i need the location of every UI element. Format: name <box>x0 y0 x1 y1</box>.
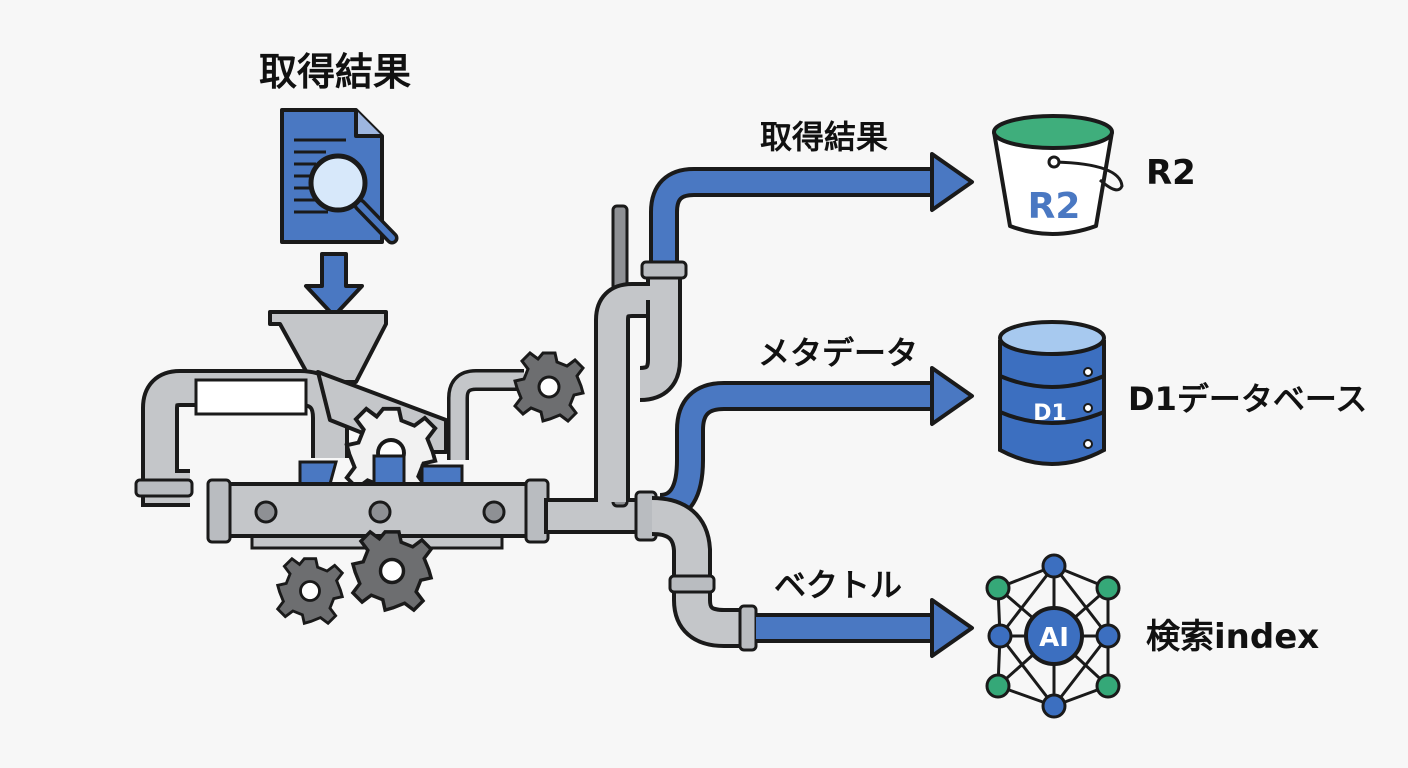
source-title: 取得結果 <box>259 50 411 94</box>
gear-icon <box>276 557 344 625</box>
flow-label-vector: ベクトル <box>774 566 902 604</box>
target-label-d1: D1データベース <box>1128 380 1367 418</box>
bucket-icon: R2 <box>992 114 1124 236</box>
database-badge: D1 <box>1033 401 1067 426</box>
gear-icon <box>513 351 585 423</box>
source-group: 取得結果 <box>259 50 411 384</box>
down-arrow <box>304 252 364 318</box>
target-label-index: 検索index <box>1146 617 1319 657</box>
ai-network-icon: AI <box>985 553 1121 719</box>
pipe-network <box>594 152 974 658</box>
gear-icon <box>351 530 433 612</box>
flow-label-results: 取得結果 <box>760 118 888 156</box>
document-search-icon <box>280 108 399 245</box>
target-label-r2: R2 <box>1146 153 1196 193</box>
ai-badge: AI <box>1039 623 1069 653</box>
bucket-badge: R2 <box>1028 186 1081 227</box>
processing-machine <box>134 351 658 625</box>
database-icon: D1 <box>998 320 1106 466</box>
flow-label-metadata: メタデータ <box>758 334 918 372</box>
